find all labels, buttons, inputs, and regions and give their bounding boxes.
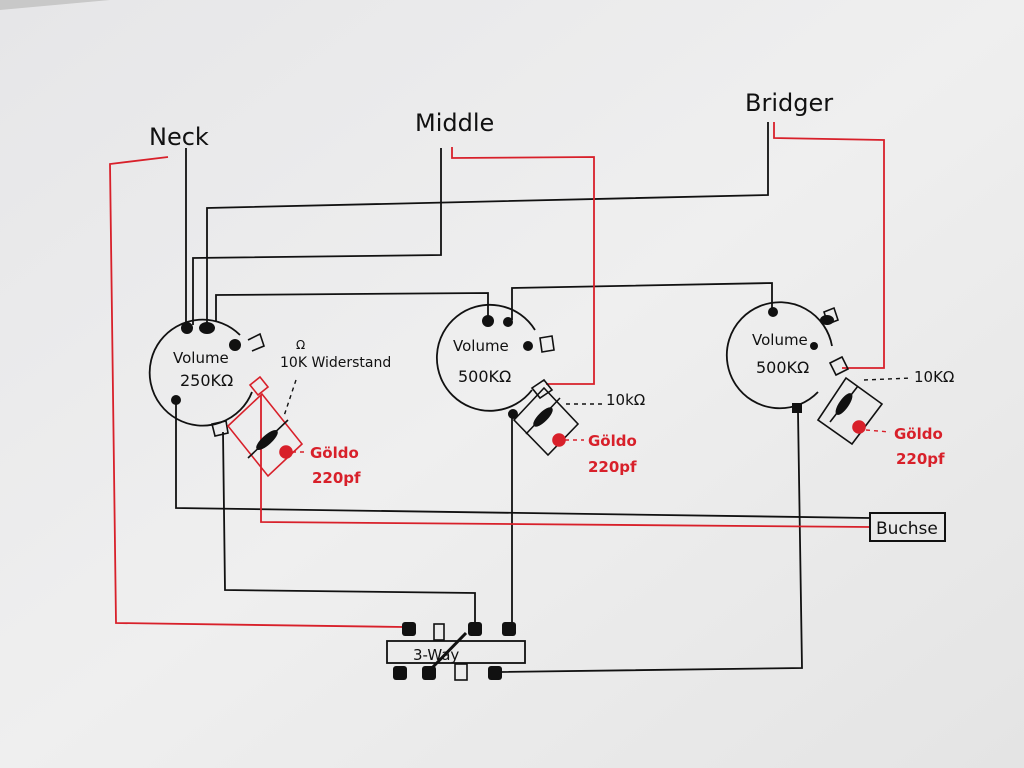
network-box [226,392,304,478]
cap-neck-brand: Göldo [310,444,359,462]
cap-bridge-brand: Göldo [894,425,943,443]
tone-network-bridge [816,376,884,446]
pot-middle-lug [503,317,513,327]
pot-bus-2 [511,282,773,320]
cap-bridge-value: 220pf [896,450,945,468]
leader-lines [283,377,913,453]
neck-pot-to-switch [222,431,476,625]
jack-box [869,512,946,542]
pickup-bridge-label: Bridger [745,89,833,117]
pot-bridge-lug [768,307,778,317]
pickup-neck-label: Neck [149,123,209,151]
capacitor [552,433,566,447]
pot-bridge-label: Volume [752,331,808,349]
network-box [512,386,580,457]
pot-bridge-tab [823,306,839,326]
switch-body [386,622,526,681]
neck-hot-wire [109,156,405,628]
resistor-bridge-label: 10KΩ [914,368,954,386]
bridge-hot-wire [773,122,885,369]
cap-middle-value: 220pf [588,458,637,476]
paper-fold [0,0,110,10]
output-hot-wire [260,395,871,528]
resistor-neck-unit: Ω [296,338,305,352]
hot-wires [109,122,885,628]
tone-network-middle [512,386,580,457]
pot-neck-lug [171,395,181,405]
resistor-body [256,430,278,450]
bridge-pot-to-switch [499,411,803,673]
ground-to-jack [175,402,871,519]
pot-middle-value: 500KΩ [458,367,511,386]
resistor-middle-label: 10kΩ [606,391,645,409]
pot-bridge-body [725,301,833,410]
switch-frame [386,640,526,664]
pot-middle-tab [539,335,555,353]
resistor-neck-label: 10K Widerstand [280,355,391,371]
pot-middle-label: Volume [453,337,509,355]
pot-neck-tab [248,375,270,397]
pot-neck-label: Volume [173,349,229,367]
pot-middle [435,303,555,419]
pot-middle-body [435,303,536,412]
network-box [816,376,884,446]
resistor-body [835,393,853,415]
resistor-body [533,407,553,427]
cap-neck-value: 220pf [312,469,361,487]
pot-neck-lug [199,322,215,334]
switch-bottom-lugs [393,663,502,681]
pot-bridge-value: 500KΩ [756,358,809,377]
pickup-middle-label: Middle [415,109,494,137]
pot-neck [148,318,270,437]
switch-top-lugs [402,622,516,641]
middle-hot-wire [451,147,595,385]
pot-neck-tab [247,332,265,352]
middle-wire [192,148,442,325]
jack-label: Buchse [876,519,938,539]
pot-middle-lug [508,409,518,419]
switch-label: 3-Way [413,646,459,664]
pot-bridge [725,301,850,413]
pot-bridge-lug [810,342,818,350]
pot-bridge-lug [792,403,802,413]
pot-middle-lug [482,315,494,327]
pot-neck-lug [181,322,193,334]
pot-neck-lug [229,339,241,351]
bridge-wire [206,122,769,325]
capacitor [852,420,866,434]
capacitor [279,445,293,459]
pot-neck-tab [211,420,229,437]
pot-neck-value: 250KΩ [180,371,233,390]
cap-middle-brand: Göldo [588,432,637,450]
pot-middle-lug [523,341,533,351]
pot-bridge-tab [828,355,850,377]
